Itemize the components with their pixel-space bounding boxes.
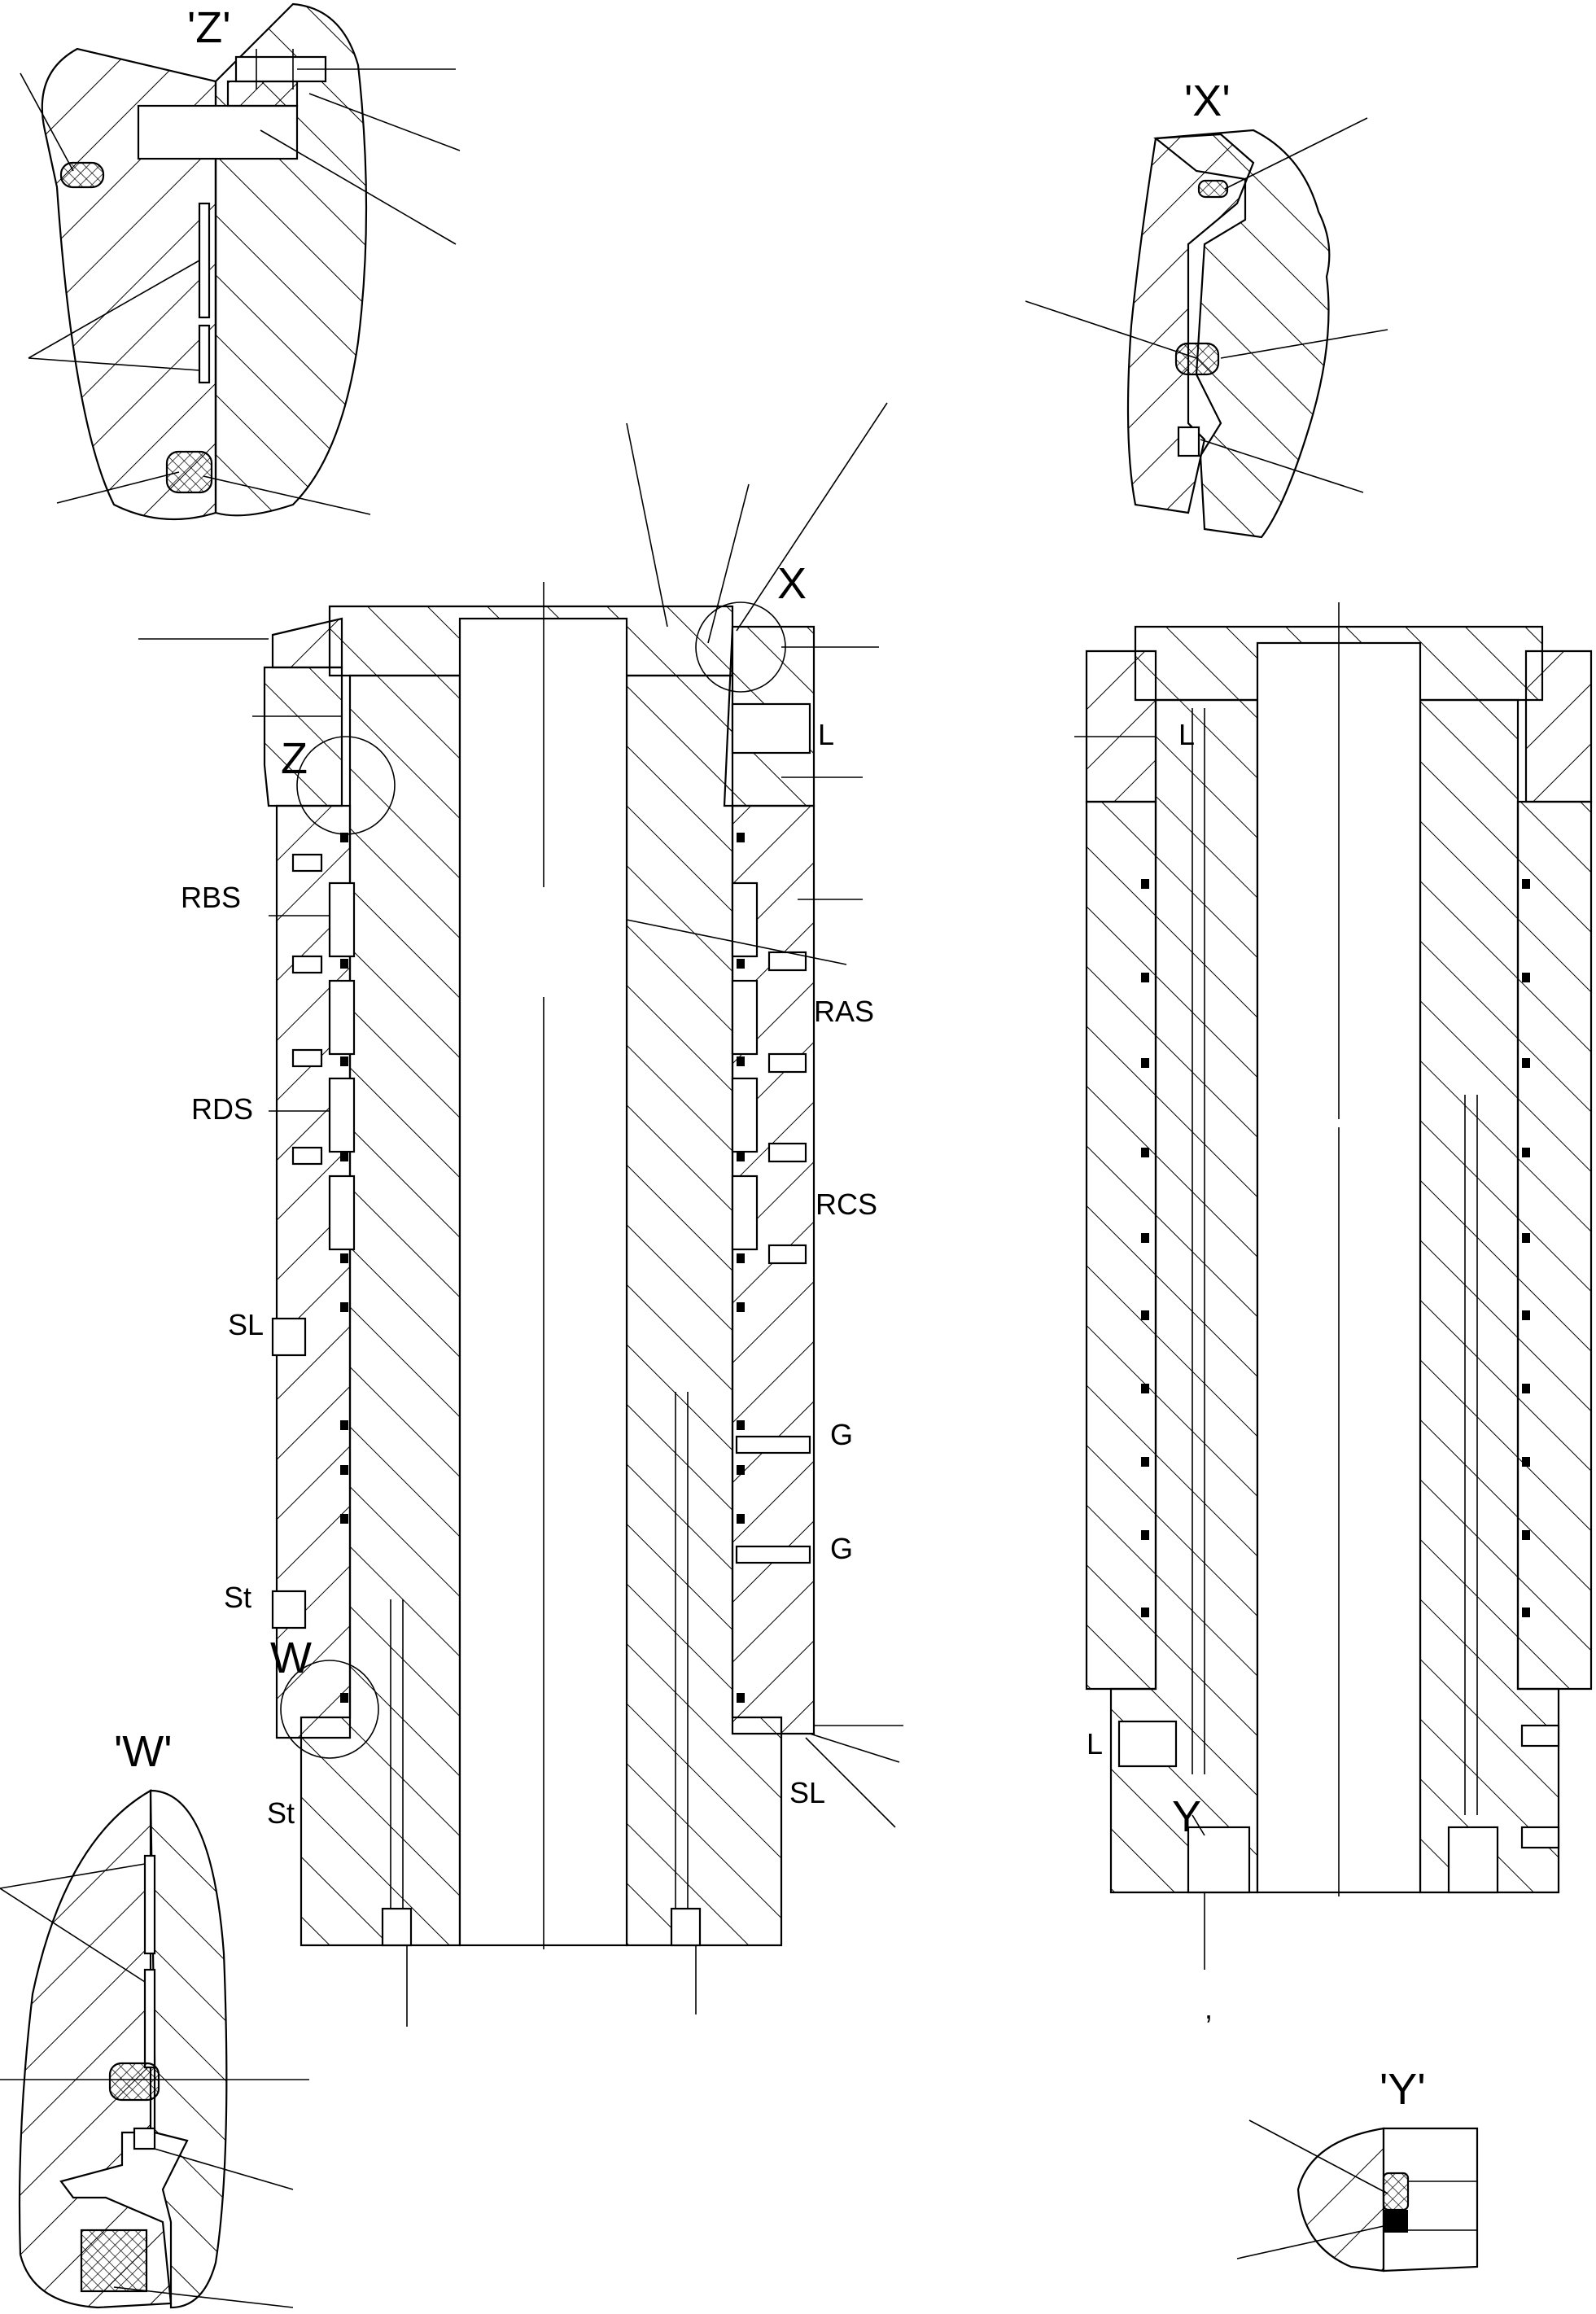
label-rcs: RCS xyxy=(815,1188,877,1221)
detail-x-title: 'X' xyxy=(1184,77,1231,125)
label-l-right-lower: L xyxy=(1087,1727,1103,1761)
detail-z xyxy=(20,2,461,521)
stray-mark: , xyxy=(1205,1992,1213,2025)
label-sl-upper: SL xyxy=(228,1308,264,1341)
label-g-lower: G xyxy=(830,1532,853,1565)
right-sectional-view xyxy=(1074,602,1593,1970)
label-st-lower: St xyxy=(267,1796,295,1830)
marker-x: X xyxy=(777,559,807,608)
label-g-upper: G xyxy=(830,1418,853,1451)
label-l-left-view: L xyxy=(818,718,834,751)
detail-y xyxy=(1236,2119,1479,2272)
detail-w-title: 'W' xyxy=(114,1727,173,1776)
detail-w xyxy=(0,1789,309,2309)
marker-w: W xyxy=(270,1634,312,1682)
label-rbs: RBS xyxy=(181,881,241,914)
left-sectional-view xyxy=(138,402,903,2027)
label-sl-lower: SL xyxy=(789,1776,825,1809)
detail-z-title: 'Z' xyxy=(187,3,231,52)
label-st-upper: St xyxy=(224,1581,251,1614)
marker-y: Y xyxy=(1172,1792,1201,1841)
detail-x xyxy=(1025,117,1388,539)
detail-y-title: 'Y' xyxy=(1380,2065,1426,2114)
label-ras: RAS xyxy=(814,995,874,1028)
label-rds: RDS xyxy=(191,1092,253,1126)
marker-z: Z xyxy=(281,734,308,783)
label-l-right-upper: L xyxy=(1178,718,1195,751)
